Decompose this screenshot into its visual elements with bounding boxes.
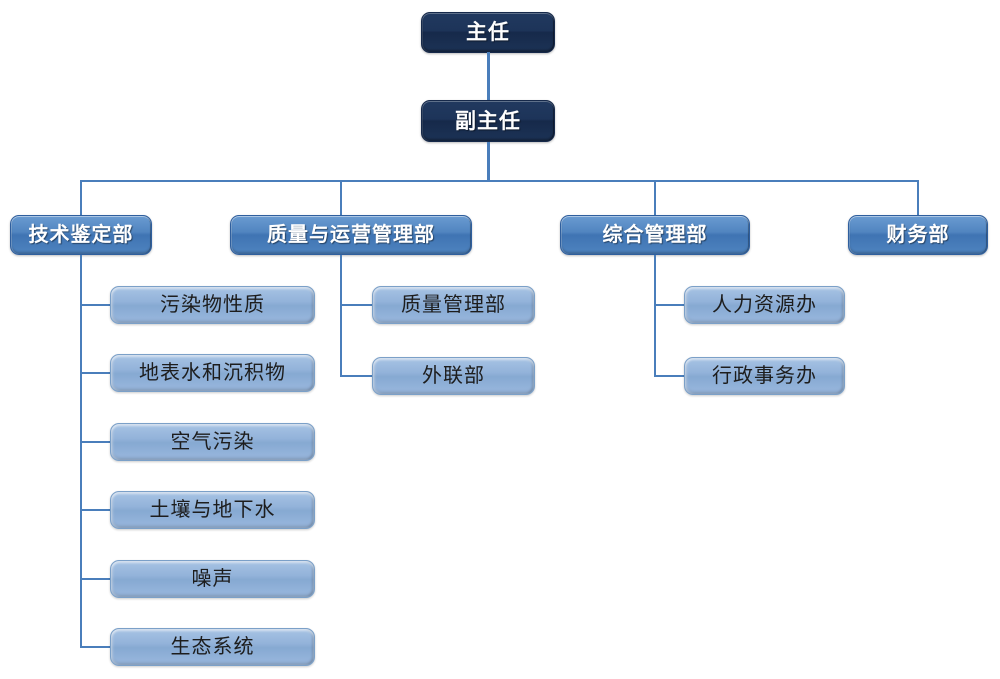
connector-bus-to-technical-appraisal [80, 180, 82, 216]
connector-stub-human-resources-office [654, 304, 686, 306]
connector-spine-quality-operations [340, 255, 342, 377]
node-department-general-management[interactable]: 综合管理部 [560, 215, 750, 255]
node-sub-noise-label: 噪声 [191, 568, 234, 590]
connector-stub-surface-water-sediment [80, 372, 112, 374]
node-sub-quality-management-label: 质量管理部 [401, 294, 506, 316]
connector-bus-to-quality-operations [340, 180, 342, 216]
node-sub-noise[interactable]: 噪声 [110, 560, 315, 598]
node-department-finance-label: 财务部 [886, 224, 950, 246]
node-sub-surface-water-sediment-label: 地表水和沉积物 [139, 362, 286, 384]
node-sub-pollutant-properties-label: 污染物性质 [160, 294, 265, 316]
connector-stub-noise [80, 578, 112, 580]
node-sub-external-relations-label: 外联部 [422, 365, 485, 387]
connector-stub-ecosystem [80, 646, 112, 648]
node-sub-administrative-affairs-office-label: 行政事务办 [712, 365, 817, 387]
connector-bus-to-finance [917, 180, 919, 216]
node-deputy-director-label: 副主任 [455, 109, 521, 133]
connector-stub-quality-management [340, 304, 374, 306]
connector-stub-administrative-affairs-office [654, 375, 686, 377]
node-sub-air-pollution[interactable]: 空气污染 [110, 423, 315, 461]
node-sub-human-resources-office-label: 人力资源办 [712, 294, 817, 316]
connector-spine-general-management [654, 255, 656, 377]
node-deputy-director[interactable]: 副主任 [421, 100, 555, 142]
node-sub-ecosystem[interactable]: 生态系统 [110, 628, 315, 666]
node-department-general-management-label: 综合管理部 [602, 224, 708, 246]
connector-director-to-deputy [487, 52, 490, 101]
node-sub-administrative-affairs-office[interactable]: 行政事务办 [684, 357, 845, 395]
node-sub-ecosystem-label: 生态系统 [170, 636, 255, 658]
node-department-quality-operations-management[interactable]: 质量与运营管理部 [230, 215, 472, 255]
connector-department-bus [81, 180, 919, 182]
node-department-technical-appraisal-label: 技术鉴定部 [28, 224, 134, 246]
connector-spine-technical-appraisal [80, 255, 82, 648]
connector-stub-soil-groundwater [80, 509, 112, 511]
node-department-finance[interactable]: 财务部 [848, 215, 988, 255]
node-sub-external-relations[interactable]: 外联部 [372, 357, 535, 395]
node-sub-air-pollution-label: 空气污染 [170, 431, 255, 453]
node-sub-pollutant-properties[interactable]: 污染物性质 [110, 286, 315, 324]
node-director-label: 主任 [466, 21, 510, 44]
node-department-quality-operations-management-label: 质量与运营管理部 [267, 224, 435, 246]
connector-stub-air-pollution [80, 441, 112, 443]
node-department-technical-appraisal[interactable]: 技术鉴定部 [10, 215, 152, 255]
node-sub-quality-management[interactable]: 质量管理部 [372, 286, 535, 324]
node-sub-soil-groundwater-label: 土壤与地下水 [149, 499, 276, 521]
connector-stub-external-relations [340, 375, 374, 377]
connector-deputy-to-bus [487, 142, 490, 182]
connector-stub-pollutant-properties [80, 304, 112, 306]
node-sub-surface-water-sediment[interactable]: 地表水和沉积物 [110, 354, 315, 392]
node-sub-human-resources-office[interactable]: 人力资源办 [684, 286, 845, 324]
connector-bus-to-general-management [654, 180, 656, 216]
node-director[interactable]: 主任 [421, 12, 555, 53]
node-sub-soil-groundwater[interactable]: 土壤与地下水 [110, 491, 315, 529]
